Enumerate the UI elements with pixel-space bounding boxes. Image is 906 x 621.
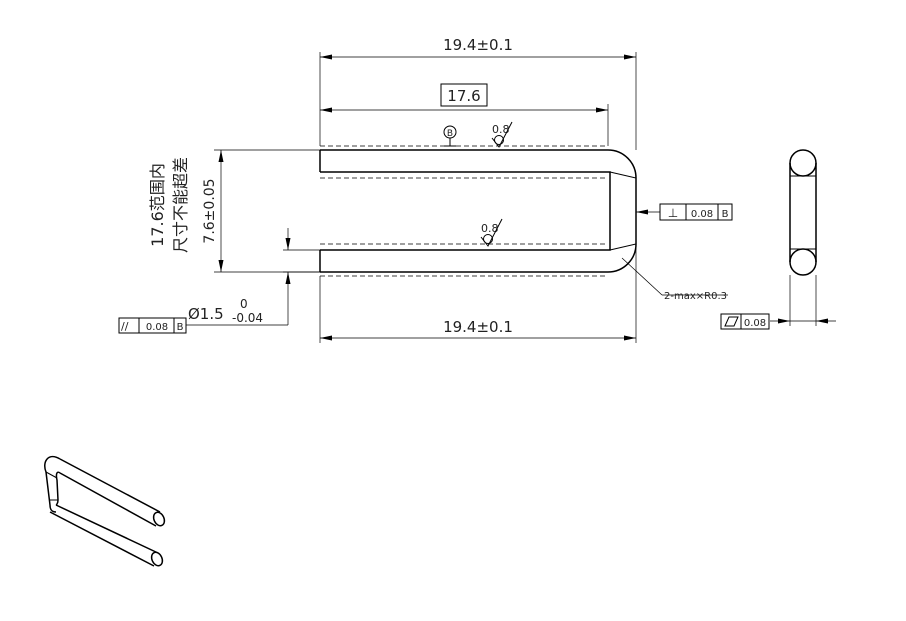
parallelism-frame: // 0.08 B — [118, 317, 187, 334]
roughness-top: 0.8 — [491, 121, 513, 148]
parallelism-datum: B — [177, 322, 184, 333]
perpendicularity-frame: ⊥ 0.08 B — [636, 203, 733, 221]
dim-diameter-tol-lower: -0.04 — [232, 311, 263, 325]
side-view — [770, 149, 836, 326]
datum-b-label: B — [447, 129, 453, 139]
dim-diameter-tol-upper: 0 — [240, 297, 248, 311]
flatness-value: 0.08 — [744, 318, 766, 329]
roughness-top-value: 0.8 — [492, 123, 510, 136]
dim-overall-length-bottom: 19.4±0.1 — [319, 244, 637, 343]
dim-inner-length: 17.6 — [320, 83, 609, 146]
bend-radius-label: 2-max×R0.3 — [664, 291, 727, 302]
isometric-view — [44, 455, 166, 567]
dim-inner-length-label: 17.6 — [447, 87, 480, 105]
diameter-dimension: Ø1.5 0 -0.04 — [186, 228, 320, 326]
note-line-1: 17.6范围内 — [148, 163, 167, 247]
dim-diameter-label: Ø1.5 — [188, 305, 224, 323]
dim-overall-length-bottom-label: 19.4±0.1 — [443, 318, 513, 336]
bend-radius-note: 2-max×R0.3 — [621, 257, 728, 302]
parallelism-symbol: // — [121, 320, 129, 333]
perpendicularity-value: 0.08 — [691, 209, 713, 220]
dim-overall-length-top: 19.4±0.1 — [319, 36, 637, 150]
flatness-frame: 0.08 — [720, 313, 770, 330]
roughness-middle-value: 0.8 — [481, 222, 499, 235]
parallelism-value: 0.08 — [146, 322, 168, 333]
front-view — [319, 145, 637, 277]
perpendicularity-datum: B — [722, 209, 729, 220]
perpendicularity-symbol: ⊥ — [668, 206, 678, 220]
width-dimension: 7.6±0.05 — [202, 149, 320, 273]
dim-overall-length-top-label: 19.4±0.1 — [443, 36, 513, 54]
note-line-2: 尺寸不能超差 — [171, 157, 190, 253]
roughness-middle: 0.8 — [480, 218, 503, 247]
dim-width-label: 7.6±0.05 — [202, 178, 218, 243]
datum-b-symbol: B — [443, 125, 457, 147]
